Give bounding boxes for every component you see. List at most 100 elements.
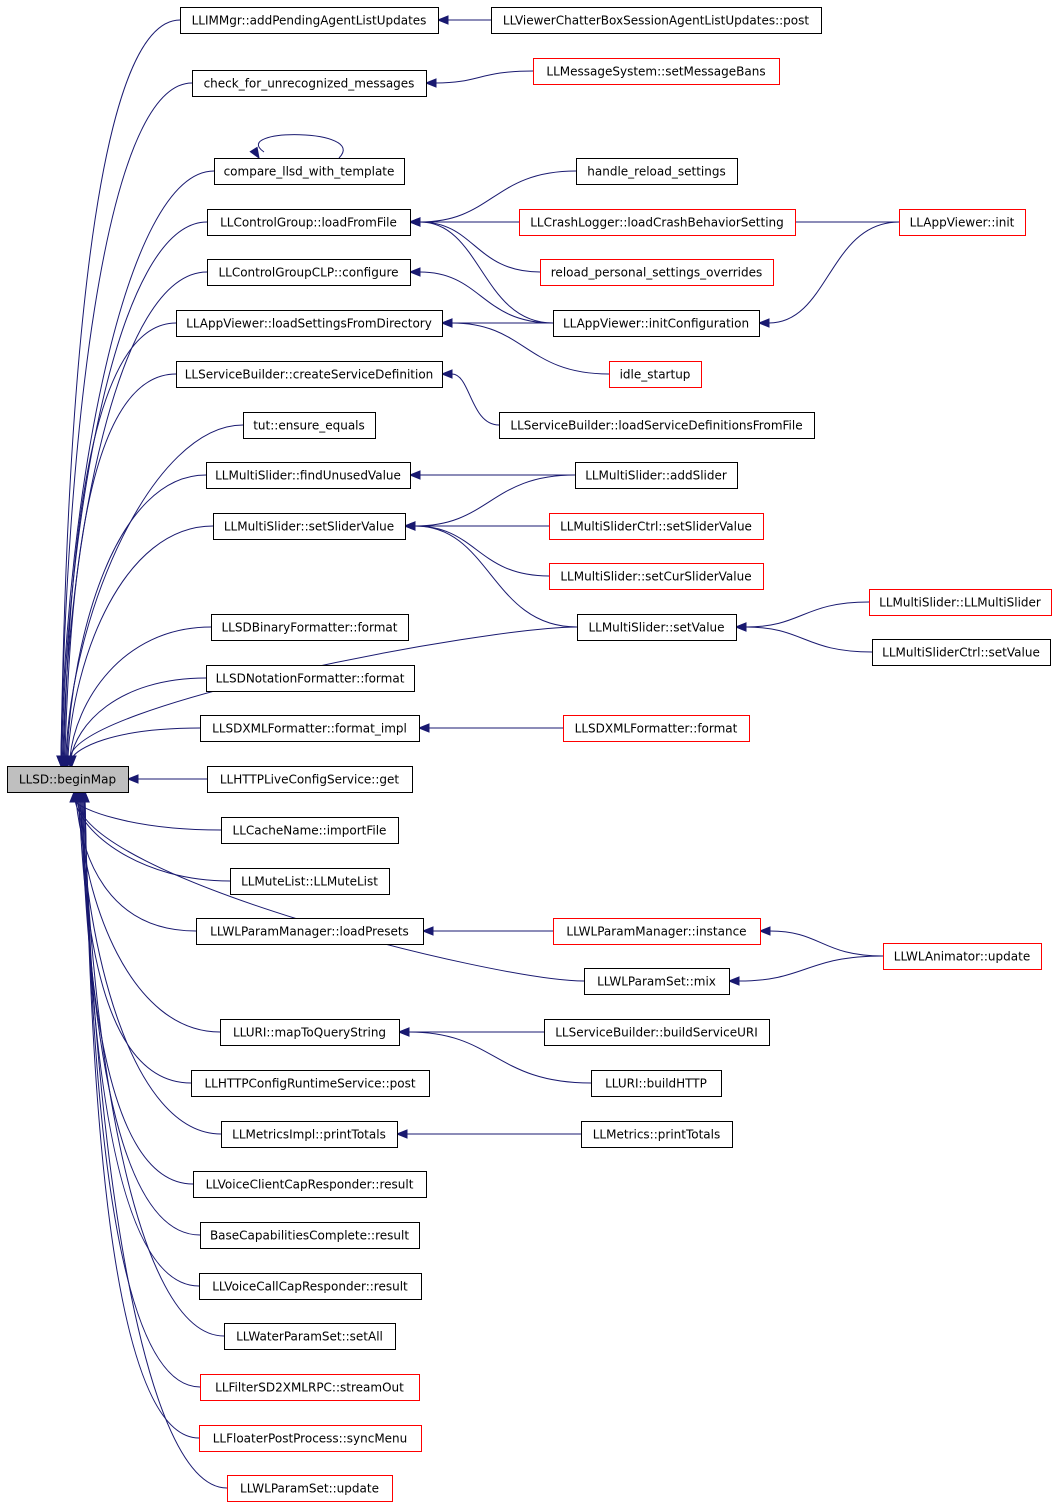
node-n2[interactable]: check_for_unrecognized_messages: [192, 70, 427, 97]
node-n27[interactable]: LLWLParamSet::update: [227, 1475, 393, 1502]
node-n11[interactable]: LLSDBinaryFormatter::format: [211, 614, 409, 641]
arrowhead-icon: [403, 521, 416, 531]
node-n26[interactable]: LLFloaterPostProcess::syncMenu: [199, 1425, 422, 1452]
node-box: [221, 817, 399, 844]
node-n5[interactable]: LLControlGroupCLP::configure: [207, 259, 411, 286]
node-label: LLMuteList::LLMuteList: [241, 875, 378, 889]
node-m18[interactable]: LLMetrics::printTotals: [581, 1121, 733, 1148]
node-box: [196, 918, 424, 945]
node-box: [576, 158, 738, 185]
node-n16[interactable]: LLMuteList::LLMuteList: [230, 868, 390, 895]
node-r3[interactable]: LLMultiSliderCtrl::setValue: [872, 639, 1051, 666]
node-m10[interactable]: LLMultiSliderCtrl::setSliderValue: [549, 513, 764, 540]
edge-m12-to-n10: [414, 525, 578, 628]
node-m9[interactable]: LLMultiSlider::addSlider: [575, 462, 738, 489]
node-box: [191, 1070, 430, 1097]
node-label: LLMultiSlider::LLMultiSlider: [879, 596, 1041, 610]
node-label: LLCrashLogger::loadCrashBehaviorSetting: [530, 216, 784, 230]
edge-n13-to-root: [71, 727, 201, 759]
node-box: [206, 462, 411, 489]
node-n13[interactable]: LLSDXMLFormatter::format_impl: [200, 715, 420, 742]
node-box: [533, 58, 780, 85]
node-n23[interactable]: LLVoiceCallCapResponder::result: [199, 1273, 422, 1300]
node-box: [491, 7, 822, 34]
node-box: [584, 968, 730, 995]
node-r4[interactable]: LLWLAnimator::update: [883, 943, 1042, 970]
node-root: LLSD::beginMap: [7, 766, 129, 793]
node-m1[interactable]: LLViewerChatterBoxSessionAgentListUpdate…: [491, 7, 822, 34]
node-n21[interactable]: LLVoiceClientCapResponder::result: [193, 1171, 427, 1198]
arrowhead-icon: [126, 774, 139, 784]
node-m13[interactable]: LLSDXMLFormatter::format: [563, 715, 750, 742]
node-n14[interactable]: LLHTTPLiveConfigService::get: [207, 766, 413, 793]
node-label: LLMetricsImpl::printTotals: [232, 1128, 386, 1142]
node-box: [207, 259, 411, 286]
node-label: LLIMMgr::addPendingAgentListUpdates: [192, 14, 427, 28]
node-label: LLMetrics::printTotals: [593, 1128, 721, 1142]
node-box: [176, 361, 443, 388]
node-label: LLMultiSlider::setCurSliderValue: [560, 570, 751, 584]
node-m3[interactable]: handle_reload_settings: [576, 158, 738, 185]
node-n25[interactable]: LLFilterSD2XMLRPC::streamOut: [200, 1374, 420, 1401]
node-n12[interactable]: LLSDNotationFormatter::format: [206, 665, 415, 692]
node-m15[interactable]: LLWLParamSet::mix: [584, 968, 730, 995]
node-n15[interactable]: LLCacheName::importFile: [221, 817, 399, 844]
node-label: LLServiceBuilder::createServiceDefinitio…: [185, 368, 434, 382]
node-label: LLSDBinaryFormatter::format: [221, 621, 397, 635]
arrowhead-icon: [408, 217, 421, 227]
node-m14[interactable]: LLWLParamManager::instance: [553, 918, 761, 945]
node-label: LLWLParamSet::update: [240, 1482, 379, 1496]
edge-n12-to-root: [70, 677, 207, 759]
node-box: [883, 943, 1042, 970]
node-m7[interactable]: idle_startup: [609, 361, 702, 388]
arrowhead-icon: [67, 755, 77, 768]
node-label: LLHTTPConfigRuntimeService::post: [204, 1077, 415, 1091]
node-label: LLMultiSlider::setSliderValue: [224, 520, 394, 534]
arrowhead-icon: [734, 622, 747, 632]
node-box: [869, 589, 1052, 616]
node-n3[interactable]: compare_llsd_with_template: [214, 158, 405, 185]
edge-r1-to-m6: [768, 221, 900, 324]
arrowhead-icon: [757, 318, 770, 328]
node-n6[interactable]: LLAppViewer::loadSettingsFromDirectory: [176, 310, 443, 337]
node-n17[interactable]: LLWLParamManager::loadPresets: [196, 918, 424, 945]
node-box: [213, 513, 406, 540]
node-n19[interactable]: LLHTTPConfigRuntimeService::post: [191, 1070, 430, 1097]
node-n9[interactable]: LLMultiSlider::findUnusedValue: [206, 462, 411, 489]
node-label: LLSDXMLFormatter::format_impl: [212, 722, 407, 736]
edge-n10-to-root: [67, 525, 214, 759]
node-label: LLCacheName::importFile: [233, 824, 387, 838]
node-m12[interactable]: LLMultiSlider::setValue: [577, 614, 737, 641]
node-m8[interactable]: LLServiceBuilder::loadServiceDefinitions…: [499, 412, 815, 439]
node-n24[interactable]: LLWaterParamSet::setAll: [224, 1323, 396, 1350]
node-m4[interactable]: LLCrashLogger::loadCrashBehaviorSetting: [519, 209, 796, 236]
node-r1[interactable]: LLAppViewer::init: [899, 209, 1026, 236]
edge-n11-to-root: [69, 626, 212, 759]
edge-layer: [56, 15, 900, 1489]
node-n8[interactable]: tut::ensure_equals: [243, 412, 376, 439]
node-m16[interactable]: LLServiceBuilder::buildServiceURI: [544, 1019, 770, 1046]
node-box: [577, 614, 737, 641]
arrowhead-icon: [249, 146, 260, 160]
node-n18[interactable]: LLURI::mapToQueryString: [220, 1019, 400, 1046]
arrowhead-icon: [395, 1129, 408, 1139]
arrowhead-icon: [440, 369, 453, 379]
node-n20[interactable]: LLMetricsImpl::printTotals: [221, 1121, 398, 1148]
node-n22[interactable]: BaseCapabilitiesComplete::result: [200, 1222, 420, 1249]
node-r2[interactable]: LLMultiSlider::LLMultiSlider: [869, 589, 1052, 616]
node-n10[interactable]: LLMultiSlider::setSliderValue: [213, 513, 406, 540]
node-box: [207, 766, 413, 793]
node-n7[interactable]: LLServiceBuilder::createServiceDefinitio…: [176, 361, 443, 388]
node-m5[interactable]: reload_personal_settings_overrides: [540, 259, 774, 286]
node-m17[interactable]: LLURI::buildHTTP: [591, 1070, 722, 1097]
node-n4[interactable]: LLControlGroup::loadFromFile: [207, 209, 411, 236]
node-label: check_for_unrecognized_messages: [204, 77, 415, 91]
node-m11[interactable]: LLMultiSlider::setCurSliderValue: [549, 563, 764, 590]
node-m6[interactable]: LLAppViewer::initConfiguration: [553, 310, 760, 337]
node-box: [207, 209, 411, 236]
node-m2[interactable]: LLMessageSystem::setMessageBans: [533, 58, 780, 85]
edge-n16-to-root: [74, 799, 231, 882]
node-n1[interactable]: LLIMMgr::addPendingAgentListUpdates: [180, 7, 439, 34]
node-label: LLAppViewer::init: [910, 216, 1015, 230]
node-layer: LLSD::beginMap LLIMMgr::addPendingAgentLi…: [7, 7, 1052, 1502]
